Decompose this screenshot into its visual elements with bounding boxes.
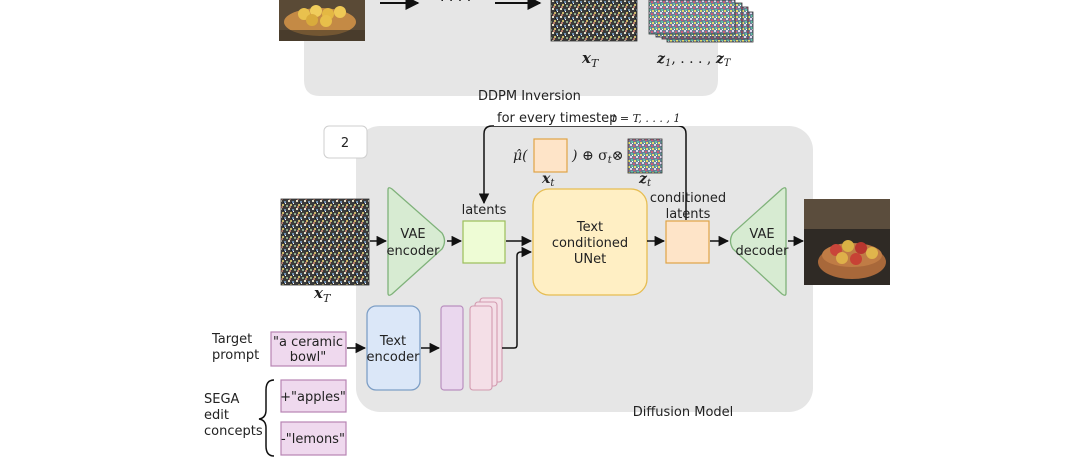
unet-label-3: UNet — [574, 252, 606, 267]
loop-label-bg — [494, 110, 684, 126]
vae-decoder-label-1: VAE — [749, 227, 774, 242]
text-embedding-bar — [440, 305, 464, 391]
ddpm-z-label: z1, . . . , zT — [656, 51, 732, 69]
sega-brace — [258, 379, 275, 457]
sega-label-3: concepts — [204, 424, 263, 439]
target-prompt-box — [270, 331, 347, 367]
target-prompt-label-1: Target — [211, 332, 252, 347]
ddpm-panel-label: DDPM Inversion — [478, 89, 581, 104]
vae-encoder-label-2: encoder — [387, 244, 441, 259]
conditioned-label-1: conditioned — [650, 191, 726, 206]
formula-mu: μ̂( — [513, 148, 528, 164]
unet-label-1: Text — [576, 220, 603, 235]
ddpm-noise-stack — [648, 0, 754, 43]
formula-xt-box — [533, 138, 568, 173]
latents-label: latents — [462, 203, 507, 218]
embedding-stack — [469, 297, 503, 391]
formula-xt-label: xt — [541, 171, 555, 189]
target-prompt-text-1: "a ceramic — [273, 335, 343, 350]
input-xT-label: xT — [313, 284, 332, 305]
formula-rest: ⊕ σt⊗ — [582, 148, 624, 166]
vae-decoder-label-2: decoder — [736, 244, 790, 259]
target-prompt-text-2: bowl" — [290, 350, 326, 365]
formula-zt-box — [627, 138, 663, 174]
vae-decoder — [729, 187, 787, 296]
latents-box — [462, 220, 506, 264]
formula-zt-label: zt — [638, 171, 652, 189]
formula-close: ) — [571, 148, 577, 164]
step-number: 2 — [341, 136, 349, 151]
target-prompt-label-2: prompt — [212, 348, 259, 363]
sega-label-2: edit — [204, 408, 229, 423]
step-number-box — [323, 125, 368, 159]
text-encoder-label-2: encoder — [367, 350, 421, 365]
conditioned-latents-box — [665, 220, 710, 264]
ddpm-xT-label: xT — [581, 49, 600, 70]
sega-concept-apples — [280, 379, 347, 413]
sega-concept-apples-text: +"apples" — [280, 390, 346, 405]
sega-label-1: SEGA — [204, 392, 240, 407]
unet-label-2: conditioned — [552, 236, 628, 251]
sega-concept-lemons-text: -"lemons" — [281, 432, 345, 447]
text-encoder-label-1: Text — [379, 334, 406, 349]
loop-math: t = T, . . . , 1 — [612, 112, 680, 125]
unet-block — [532, 188, 648, 296]
sega-concept-lemons — [280, 421, 347, 456]
vae-encoder — [387, 187, 446, 296]
loop-text: for every timestep — [497, 111, 617, 126]
ddpm-ellipsis: · · · · — [440, 0, 471, 9]
text-encoder-block — [366, 305, 421, 391]
source-image — [279, 0, 365, 41]
output-image — [804, 199, 890, 285]
conditioned-label-2: latents — [666, 207, 711, 222]
arrow-embeddings-to-unet — [502, 246, 533, 349]
input-noise-image — [280, 198, 370, 286]
ddpm-xT-image — [550, 0, 638, 42]
vae-encoder-label-1: VAE — [400, 227, 425, 242]
diffusion-model-label: Diffusion Model — [633, 405, 734, 420]
